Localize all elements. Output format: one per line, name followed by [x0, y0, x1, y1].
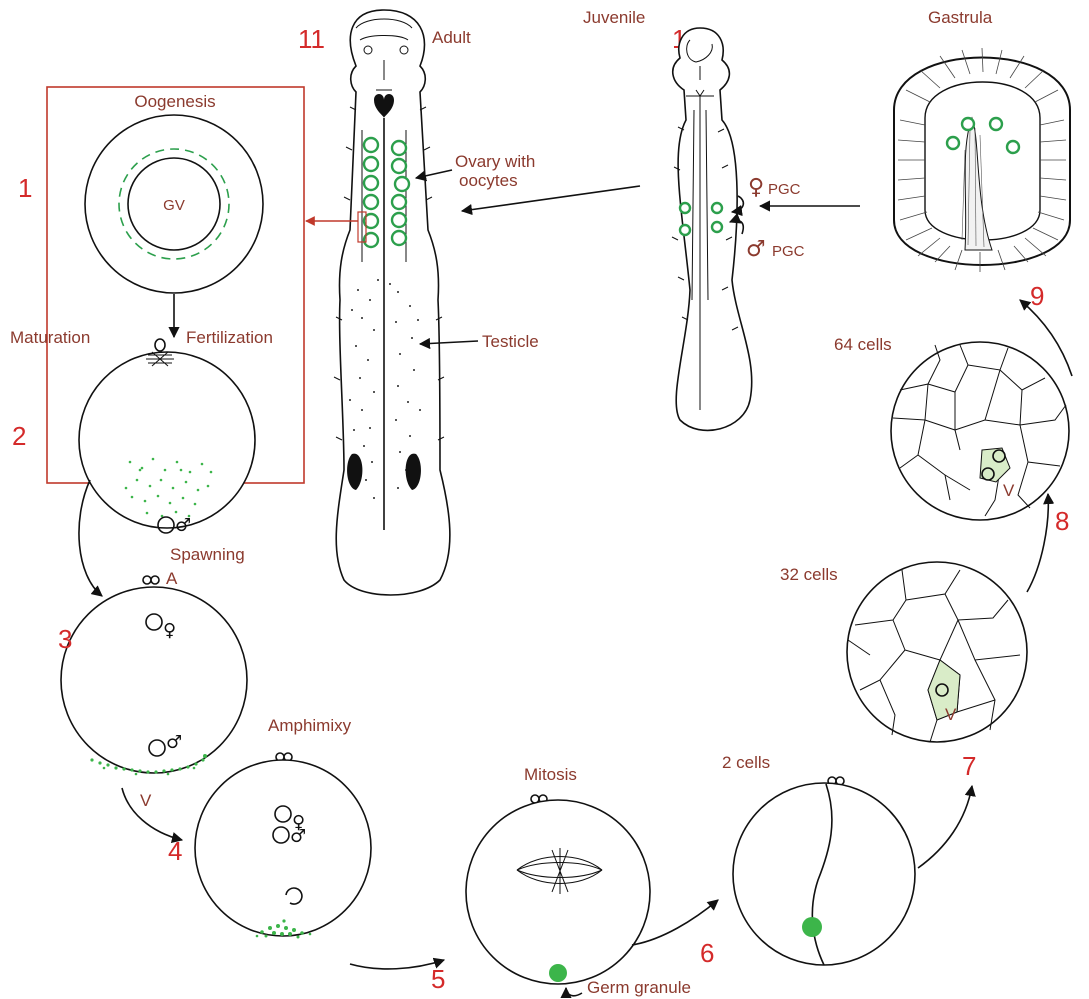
ovary-label-line1: Ovary with	[455, 152, 535, 171]
vegetal-pole-label: V	[140, 791, 152, 810]
arrow-7-to-8	[1027, 494, 1048, 592]
fertilization-label: Fertilization	[186, 328, 273, 347]
germ-plasm-blastomere	[802, 917, 822, 937]
male-pgc-label: PGC	[772, 243, 805, 260]
amphimixy-label: Amphimixy	[268, 716, 352, 735]
juvenile-pgc-4	[712, 222, 722, 232]
gastrula-pgc-2	[990, 118, 1002, 130]
gastrula-label: Gastrula	[928, 8, 993, 27]
stage-number-5: 5	[431, 964, 445, 994]
stage-number-1: 1	[18, 173, 32, 203]
stage-10-juvenile: Juvenile 10 ♀ PGC ♂ PGC	[462, 8, 805, 430]
gv-label: GV	[163, 197, 185, 214]
animal-pole-label: A	[166, 569, 178, 588]
stage-number-6: 6	[700, 938, 714, 968]
zygote-mitosis-outline	[466, 800, 650, 984]
stage-number-3: 3	[58, 624, 72, 654]
two-cells-label: 2 cells	[722, 753, 770, 772]
male-pgc-symbol: ♂	[746, 237, 766, 262]
arrow-3-to-4	[122, 788, 182, 840]
male-symbol-4: ♂	[290, 826, 306, 847]
egg-outline	[79, 352, 255, 528]
testicle-label: Testicle	[482, 332, 539, 351]
stage-9-gastrula: Gastrula 9	[760, 8, 1070, 311]
stage-number-8: 8	[1055, 506, 1069, 536]
gastrula-pgc-1	[962, 118, 974, 130]
32-cells-label: 32 cells	[780, 565, 838, 584]
male-symbol-2: ♂	[175, 515, 191, 536]
zygote-outline	[61, 587, 247, 773]
juvenile-pgc-1	[680, 203, 690, 213]
ovary-label-line2: oocytes	[459, 171, 518, 190]
adult-label: Adult	[432, 28, 471, 47]
male-symbol-3: ♂	[166, 732, 182, 753]
polar-body	[155, 339, 165, 351]
arrow-6-to-7	[918, 786, 972, 868]
female-pgc-symbol: ♀	[748, 175, 764, 200]
embryo-2cell-outline	[733, 783, 915, 965]
stage-5-mitosis: Mitosis Germ granule 5	[431, 765, 718, 997]
female-pgc-label: PGC	[768, 181, 801, 198]
juvenile-label: Juvenile	[583, 8, 645, 27]
arrow-4-to-5	[350, 960, 444, 969]
stage-8-64-cells: 64 cells V 8	[834, 300, 1072, 536]
oogenesis-label: Oogenesis	[134, 92, 215, 111]
juvenile-pgc-2	[712, 203, 722, 213]
mitosis-label: Mitosis	[524, 765, 577, 784]
stage-number-2: 2	[12, 421, 26, 451]
stage-7-32-cells: 32 cells V 7	[780, 494, 1048, 781]
female-symbol-3: ♀	[163, 620, 176, 641]
germ-granule	[549, 964, 567, 982]
arrow-2-to-3	[79, 480, 102, 596]
64-cells-label: 64 cells	[834, 335, 892, 354]
zygote-amphimixy-outline	[195, 760, 371, 936]
juvenile-pgc-3	[680, 225, 690, 235]
embryo-64cell-outline	[891, 342, 1069, 520]
gastrula-pgc-4	[1007, 141, 1019, 153]
stage-number-9: 9	[1030, 281, 1044, 311]
stage-number-11: 11	[298, 24, 325, 54]
stage-6-two-cells: 2 cells 6	[700, 753, 972, 968]
spawning-label: Spawning	[170, 545, 245, 564]
stage-number-7: 7	[962, 751, 976, 781]
vegetal-pole-label-7: V	[945, 705, 957, 724]
stage-number-4: 4	[168, 836, 182, 866]
polar-body-a2	[151, 576, 159, 584]
gastrula-pgc-3	[947, 137, 959, 149]
maturation-label: Maturation	[10, 328, 90, 347]
germ-granule-pointer	[566, 988, 582, 996]
polar-body-a1	[143, 576, 151, 584]
vegetal-pole-label-8: V	[1003, 481, 1015, 500]
germ-granule-label: Germ granule	[587, 978, 691, 997]
stage-11-adult: Adult 11	[298, 10, 539, 595]
